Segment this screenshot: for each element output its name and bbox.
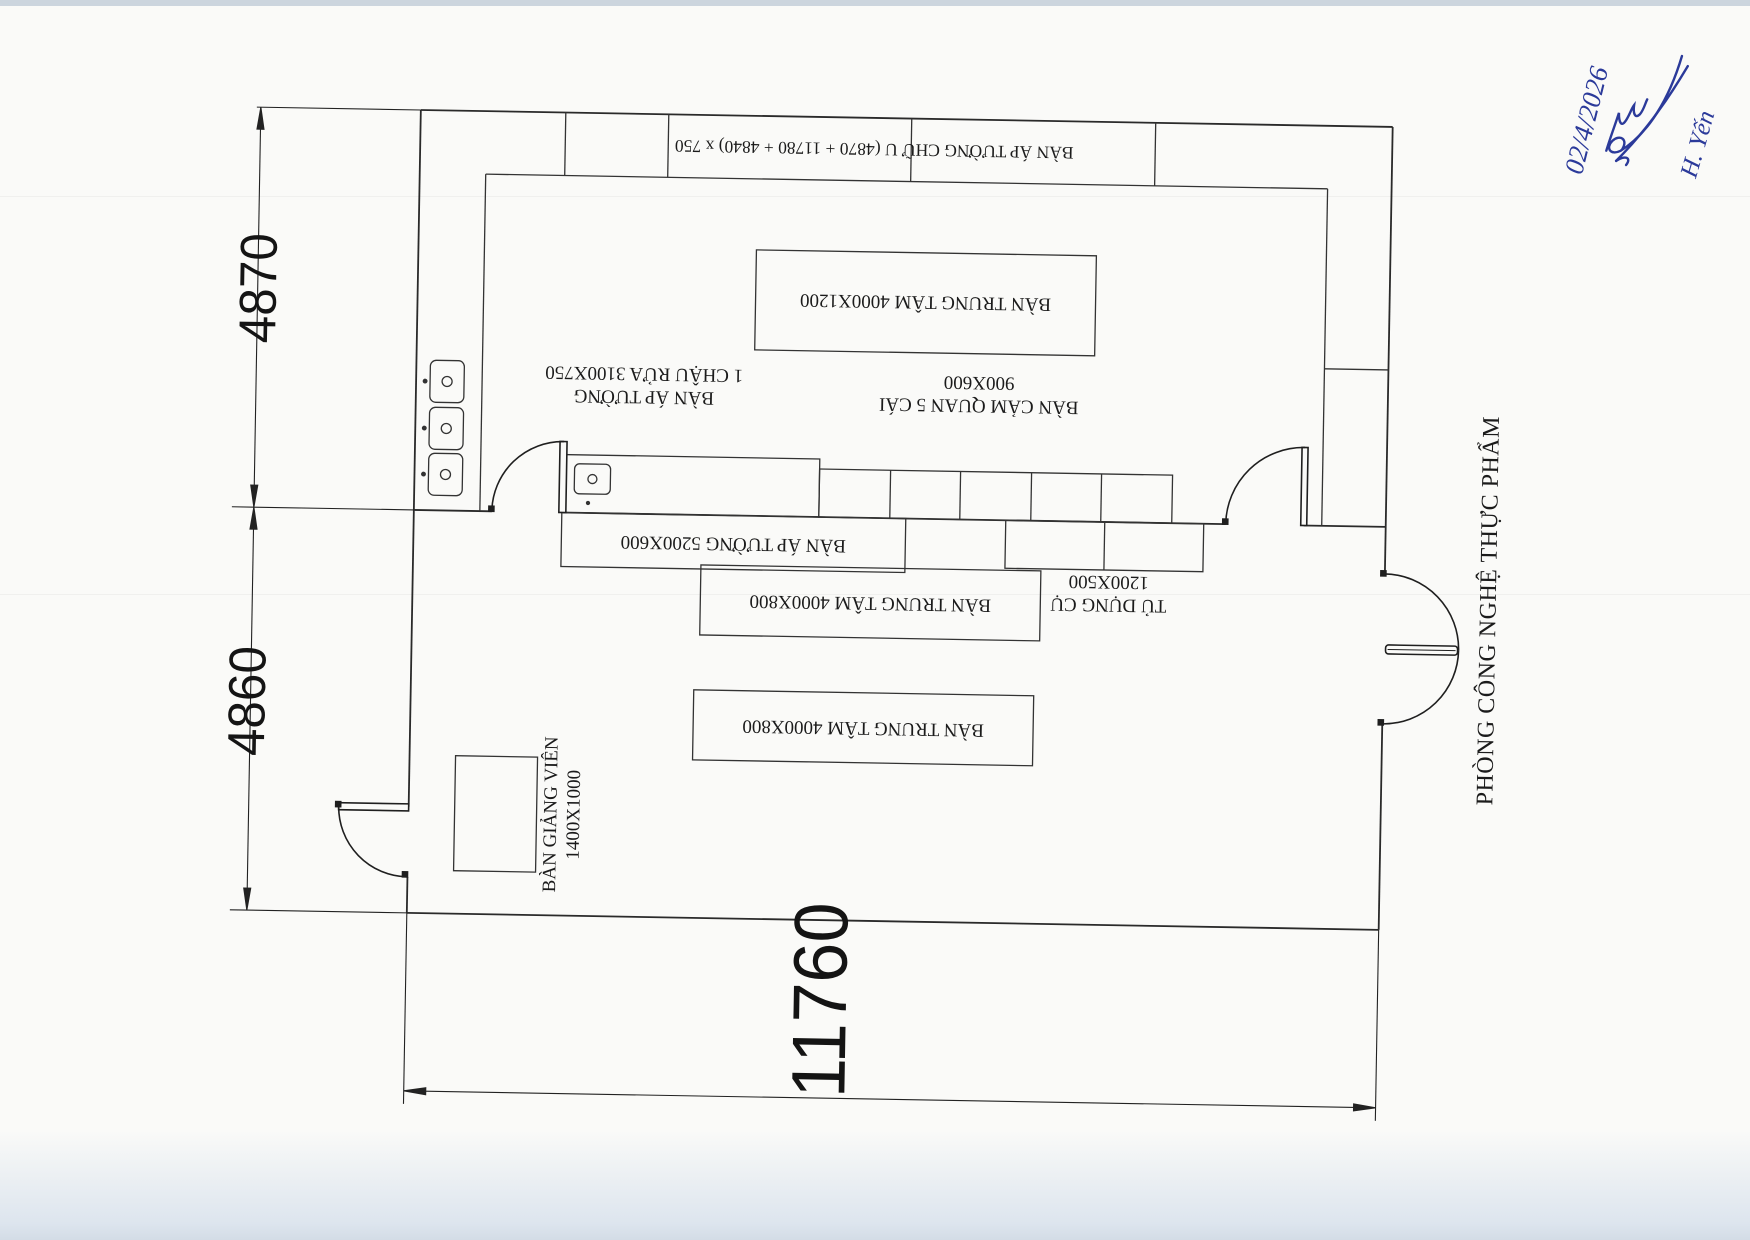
dimension-lower-height: 4860 (217, 645, 278, 757)
sink-counter (561, 453, 821, 518)
sensory-tables-label: BÀN CẢM QUAN 5 CÁI 900X600 (879, 369, 1079, 419)
u-shaped-counter (479, 112, 1389, 526)
sensory-tables-label-line1: BÀN CẢM QUAN 5 CÁI (878, 393, 1079, 418)
tool-cabinet-label-line1: TỦ DỤNG CỤ (1050, 593, 1167, 617)
lower-wall-counter-label: BÀN ÁP TƯỜNG 5200X600 (620, 531, 847, 557)
sink-counter-label-line1: BÀN ÁP TƯỜNG (573, 384, 715, 409)
teacher-desk-label-line2: 1400X1000 (562, 769, 586, 860)
dimension-width: 11760 (776, 901, 865, 1099)
door-lower-left (334, 800, 410, 878)
center-table-lower-label: BÀN TRUNG TÂM 4000X800 (742, 715, 985, 741)
tool-cabinet-label-line2: 1200X500 (1068, 570, 1150, 593)
sink-basins-left (421, 359, 466, 497)
tool-cabinet (1004, 519, 1205, 573)
sensory-tables-label-line2: 900X600 (943, 371, 1015, 394)
center-tables (691, 249, 1098, 767)
scan-streak (0, 196, 1750, 197)
tool-cabinet-label: TỦ DỤNG CỤ 1200X500 (1050, 569, 1167, 617)
door-right-double (1377, 570, 1460, 726)
teacher-desk (452, 755, 539, 873)
scanner-edge-bottom (0, 1130, 1750, 1240)
sink-counter-label: BÀN ÁP TƯỜNG 1 CHẬU RỬA 3100X750 (545, 360, 744, 410)
door-middle-left (488, 440, 568, 514)
scanner-edge-top (0, 0, 1750, 6)
sensory-tables-row (818, 468, 1174, 524)
center-table-upper-label: BÀN TRUNG TÂM 4000X1200 (799, 289, 1052, 315)
sink-counter-label-line2: 1 CHẬU RỬA 3100X750 (545, 361, 744, 386)
door-middle-right (1221, 446, 1309, 527)
center-table-mid-label: BÀN TRUNG TÂM 4000X800 (749, 590, 992, 616)
scan-streak (0, 594, 1750, 595)
teacher-desk-label-line1: BÀN GIẢNG VIÊN (539, 736, 563, 893)
teacher-desk-label: BÀN GIẢNG VIÊN 1400X1000 (538, 736, 587, 893)
signature-scribble (1605, 54, 1689, 167)
dimension-lines (229, 106, 1380, 1121)
lower-wall-counter (560, 511, 907, 574)
dimension-upper-height: 4870 (229, 232, 289, 344)
